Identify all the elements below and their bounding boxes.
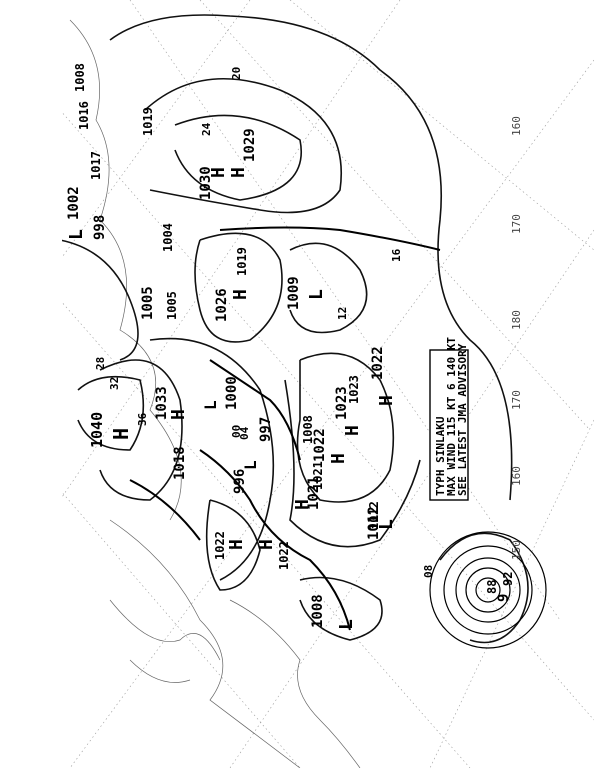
- thickness-values: 20 24 28 32 36 16 12 08 04 00: [94, 67, 435, 578]
- high-center-label: H: [228, 167, 249, 178]
- center-value: 1000: [224, 376, 240, 410]
- svg-text:1017: 1017: [89, 151, 103, 180]
- svg-text:1016: 1016: [77, 101, 91, 130]
- svg-text:1019: 1019: [235, 247, 249, 276]
- typhoon-symbol: [429, 531, 547, 649]
- low-center-label: L: [376, 519, 397, 530]
- svg-text:88: 88: [485, 580, 499, 594]
- low-center-label: L: [66, 229, 87, 240]
- svg-text:92: 92: [501, 572, 515, 586]
- svg-text:1021: 1021: [311, 461, 325, 490]
- low-center-label: L: [306, 289, 327, 300]
- svg-text:1022: 1022: [277, 541, 291, 570]
- svg-text:24: 24: [200, 122, 213, 136]
- high-center-label: H: [328, 453, 349, 464]
- svg-text:32: 32: [108, 377, 121, 390]
- svg-text:36: 36: [136, 412, 149, 426]
- svg-text:1019: 1019: [141, 107, 155, 136]
- svg-text:16: 16: [390, 248, 403, 262]
- svg-text:170: 170: [510, 390, 523, 410]
- center-value: 997: [258, 417, 274, 442]
- svg-text:1012: 1012: [367, 501, 381, 530]
- svg-text:08: 08: [422, 565, 435, 578]
- svg-text:170: 170: [510, 214, 523, 234]
- svg-text:180: 180: [510, 310, 523, 330]
- high-center-label: H: [226, 539, 247, 550]
- svg-text:00: 00: [230, 425, 243, 438]
- center-value: 1021: [306, 476, 322, 510]
- isobars: [59, 14, 529, 644]
- center-value: 1023: [334, 386, 350, 420]
- advisory-line-1: TYPH SINLAKU: [434, 416, 447, 496]
- center-value: 1009: [286, 276, 302, 310]
- svg-text:1023: 1023: [347, 375, 361, 404]
- svg-text:04: 04: [238, 426, 251, 440]
- low-center-label: L: [201, 400, 220, 410]
- center-value: 996: [232, 469, 248, 494]
- center-value: 1026: [214, 288, 230, 322]
- typhoon-labels: 9 88 92: [485, 572, 515, 602]
- svg-text:9: 9: [496, 594, 512, 602]
- svg-text:1005: 1005: [165, 291, 179, 320]
- advisory-line-2: MAX WIND 115 KT 6 140 KT: [445, 337, 458, 496]
- low-center-label: L: [241, 460, 260, 470]
- typhoon-advisory-box: TYPH SINLAKU MAX WIND 115 KT 6 140 KT SE…: [429, 337, 469, 501]
- low-center-label: L: [336, 619, 357, 630]
- center-value: 1022: [370, 346, 386, 380]
- center-value: 1033: [154, 386, 170, 420]
- svg-text:1004: 1004: [161, 223, 175, 252]
- isobar-values: 1008 1016 1017 1019 1004 1005 1022 1021 …: [73, 63, 381, 570]
- high-center-label: H: [168, 409, 189, 420]
- high-center-label: H: [292, 499, 313, 510]
- svg-text:160: 160: [510, 116, 523, 136]
- svg-text:20: 20: [230, 67, 243, 80]
- pressure-centers: H 1040 H H 1030 1029 H 1026 H 1022 H 102…: [66, 128, 397, 630]
- center-value: 1002: [66, 186, 82, 220]
- center-value: 1029: [242, 128, 258, 162]
- longitude-labels: 160 170 180 170 160 150: [510, 116, 523, 560]
- coastlines: [69, 19, 361, 768]
- svg-text:160: 160: [510, 466, 523, 486]
- svg-text:150: 150: [510, 540, 523, 560]
- svg-text:1008: 1008: [73, 63, 87, 92]
- center-value: 1030: [198, 166, 214, 200]
- high-center-label: H: [342, 425, 363, 436]
- center-value: 1005: [140, 286, 156, 320]
- center-value: 1040: [88, 412, 106, 448]
- advisory-line-3: SEE LATEST JMA ADVISORY: [456, 343, 469, 496]
- svg-text:28: 28: [94, 357, 107, 370]
- center-value: 1008: [310, 594, 326, 628]
- high-center-label: H: [208, 167, 229, 178]
- center-value: 1022: [312, 428, 328, 462]
- high-center-label: H: [256, 539, 277, 550]
- center-value: 1018: [172, 446, 188, 480]
- svg-text:1022: 1022: [213, 531, 227, 560]
- high-center-label: H: [376, 395, 397, 406]
- fronts: [129, 226, 441, 631]
- center-value: 1012: [366, 506, 382, 540]
- center-value: 998: [92, 215, 108, 240]
- left-margin-strip: [0, 0, 62, 768]
- high-center-label: H: [109, 428, 133, 440]
- high-center-label: H: [230, 289, 251, 300]
- svg-text:1008: 1008: [301, 415, 315, 444]
- svg-text:12: 12: [336, 307, 349, 320]
